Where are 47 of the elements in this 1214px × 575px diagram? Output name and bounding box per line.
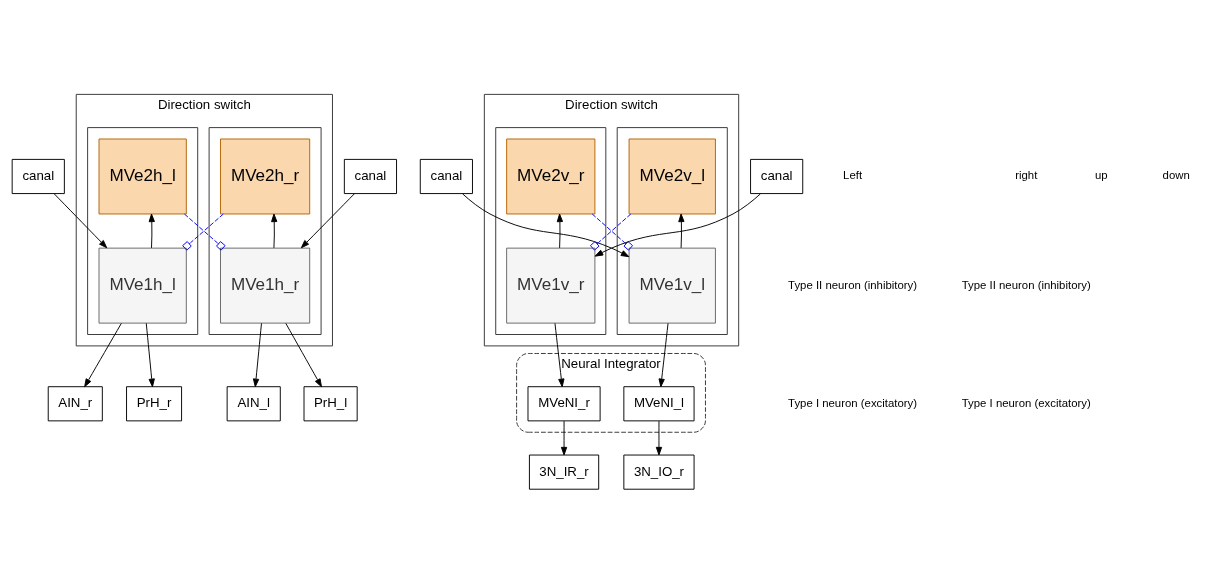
label: Type I neuron (excitatory): [961, 396, 1091, 409]
node-box: MVe2h_l: [98, 138, 187, 214]
node-box: MVe1h_r: [220, 247, 311, 324]
arrow: [560, 420, 568, 455]
node-box: 3N_IO_r: [623, 454, 695, 490]
arrow: [252, 322, 262, 387]
node-box: AIN_l: [226, 385, 281, 421]
node-box: MVe2v_r: [506, 138, 596, 214]
arrow: [285, 322, 322, 387]
node-box: canal: [750, 158, 804, 194]
label: right: [1015, 168, 1038, 181]
arrow: [271, 213, 278, 248]
arrow: [148, 213, 155, 248]
label: down: [1162, 168, 1190, 181]
arrow: [53, 192, 108, 248]
arrow: [462, 192, 630, 257]
label: up: [1094, 168, 1108, 181]
arrow: [554, 322, 565, 387]
arrow: [658, 322, 669, 387]
arrow: [300, 192, 355, 248]
node-box: MVe2h_r: [220, 138, 311, 214]
node-box: MVe1v_r: [506, 247, 596, 324]
label: Type II neuron (inhibitory): [961, 278, 1091, 291]
node-box: canal: [419, 158, 473, 194]
arrow: [84, 322, 122, 387]
arrow: [556, 213, 564, 248]
label: Left: [843, 168, 863, 181]
node-box: MVe2v_l: [628, 138, 716, 214]
node-box: canal: [343, 158, 397, 194]
arrow: [655, 420, 663, 455]
cluster: [208, 126, 322, 335]
arrow: [678, 213, 685, 248]
node-box: MVe1v_l: [628, 247, 716, 324]
node-box: PrH_r: [126, 385, 183, 421]
label: Type I neuron (excitatory): [788, 396, 918, 409]
cluster: [616, 126, 728, 335]
node-box: 3N_IR_r: [528, 454, 600, 490]
node-box: MVeNI_r: [527, 385, 601, 421]
node-box: MVeNI_l: [623, 385, 695, 421]
node-box: canal: [11, 158, 65, 194]
label: Type II neuron (inhibitory): [788, 278, 918, 291]
arrow: [145, 322, 155, 387]
node-box: MVe1h_l: [98, 247, 187, 324]
arrow: [594, 192, 761, 257]
node-box: PrH_l: [303, 385, 358, 421]
cluster: [87, 126, 199, 335]
node-box: AIN_r: [47, 385, 103, 421]
